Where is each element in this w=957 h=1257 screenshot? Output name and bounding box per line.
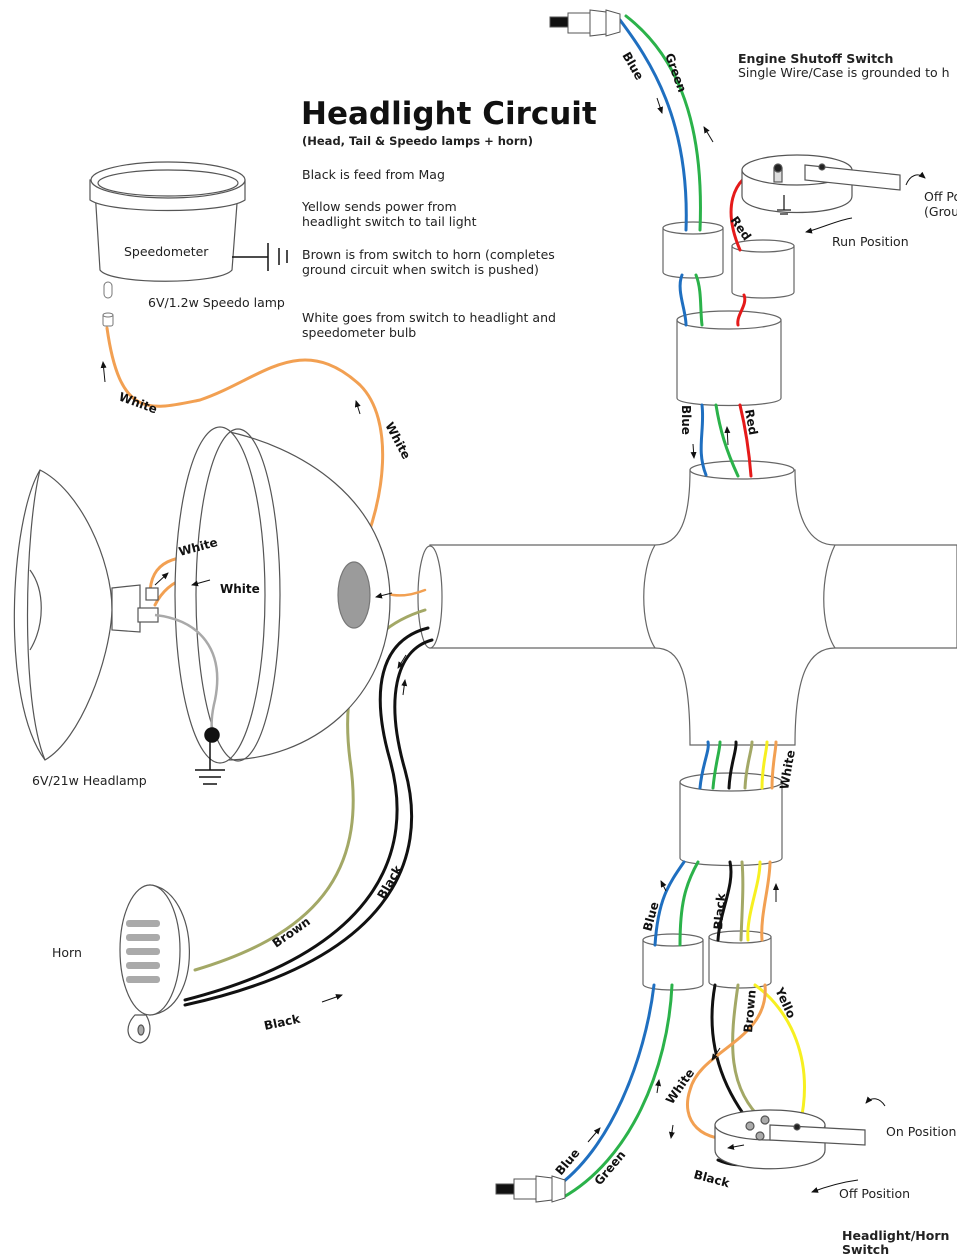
- headlight-horn-switch: [714, 1109, 866, 1170]
- horn-label: Horn: [52, 945, 82, 960]
- wire-black-outer: [183, 626, 430, 1002]
- label-white-head-lower: White: [220, 582, 260, 596]
- engine-off-label: Off Po: [924, 189, 957, 204]
- headlamp-label: 6V/21w Headlamp: [32, 773, 147, 788]
- engine-shutoff-switch: [741, 154, 901, 215]
- horn: [119, 884, 190, 1044]
- headlamp-reflector: [13, 469, 159, 761]
- plug-top: [549, 9, 621, 37]
- engine-switch-title: Engine Shutoff Switch: [738, 51, 894, 66]
- speedo-lamp-label: 6V/1.2w Speedo lamp: [148, 295, 285, 310]
- engine-off-ground-label: (Grou: [924, 204, 957, 219]
- label-white-speedo: White: [117, 390, 159, 417]
- plug-bottom: [495, 1175, 566, 1203]
- note-brown-horn: Brown is from switch to horn (completes …: [302, 247, 555, 277]
- headlight-switch-title-2: Switch: [842, 1242, 890, 1257]
- label-brown-horn: Brown: [270, 914, 313, 950]
- headlamp-ground: [154, 613, 219, 736]
- label-green-top: Green: [662, 51, 689, 94]
- wire-black-inner: [183, 638, 434, 1007]
- headlight-switch-title: Headlight/Horn: [842, 1228, 950, 1243]
- label-blue-mid: Blue: [679, 405, 693, 435]
- engine-switch-note: Single Wire/Case is grounded to h: [738, 65, 950, 80]
- handlebar: [417, 460, 957, 746]
- label-white-bundle: White: [777, 749, 798, 791]
- label-green-plug: Green: [592, 1148, 629, 1188]
- label-black-horn: Black: [263, 1011, 303, 1032]
- label-white-loop: White: [382, 420, 413, 462]
- wire-blue-top: [618, 18, 688, 232]
- top-connectors: [662, 221, 795, 407]
- speedometer-label: Speedometer: [124, 244, 209, 259]
- label-black-switch: Black: [692, 1167, 732, 1190]
- label-red-mid: Red: [742, 408, 760, 436]
- on-position-label: On Position: [886, 1124, 956, 1139]
- run-position-label: Run Position: [832, 234, 909, 249]
- wire-blue-bottom: [553, 983, 656, 1190]
- speedometer-gauge: [89, 161, 246, 282]
- ground-symbol: [195, 727, 225, 785]
- bottom-connectors: [642, 772, 783, 991]
- headlamp-shell: [174, 426, 391, 764]
- label-blue-plug: Blue: [553, 1146, 583, 1178]
- note-yellow-tail: Yellow sends power from headlight switch…: [302, 199, 477, 229]
- label-black-bottom: Black: [711, 892, 728, 931]
- direction-arrows: [100, 97, 779, 1150]
- speedometer-ground-battery: [232, 243, 288, 271]
- note-black-feed: Black is feed from Mag: [302, 167, 445, 182]
- page-title: Headlight Circuit: [301, 96, 597, 132]
- speedo-bulb: [102, 281, 114, 327]
- note-white-headlight: White goes from switch to headlight and …: [302, 310, 556, 340]
- label-brown-bottom: Brown: [741, 989, 759, 1033]
- wire-green-top: [624, 14, 702, 232]
- off-position-label: Off Position: [839, 1186, 910, 1201]
- component-labels: Speedometer 6V/1.2w Speedo lamp 6V/21w H…: [32, 189, 957, 1201]
- wire-green-bottom: [560, 983, 674, 1200]
- page-subtitle: (Head, Tail & Speedo lamps + horn): [302, 134, 533, 148]
